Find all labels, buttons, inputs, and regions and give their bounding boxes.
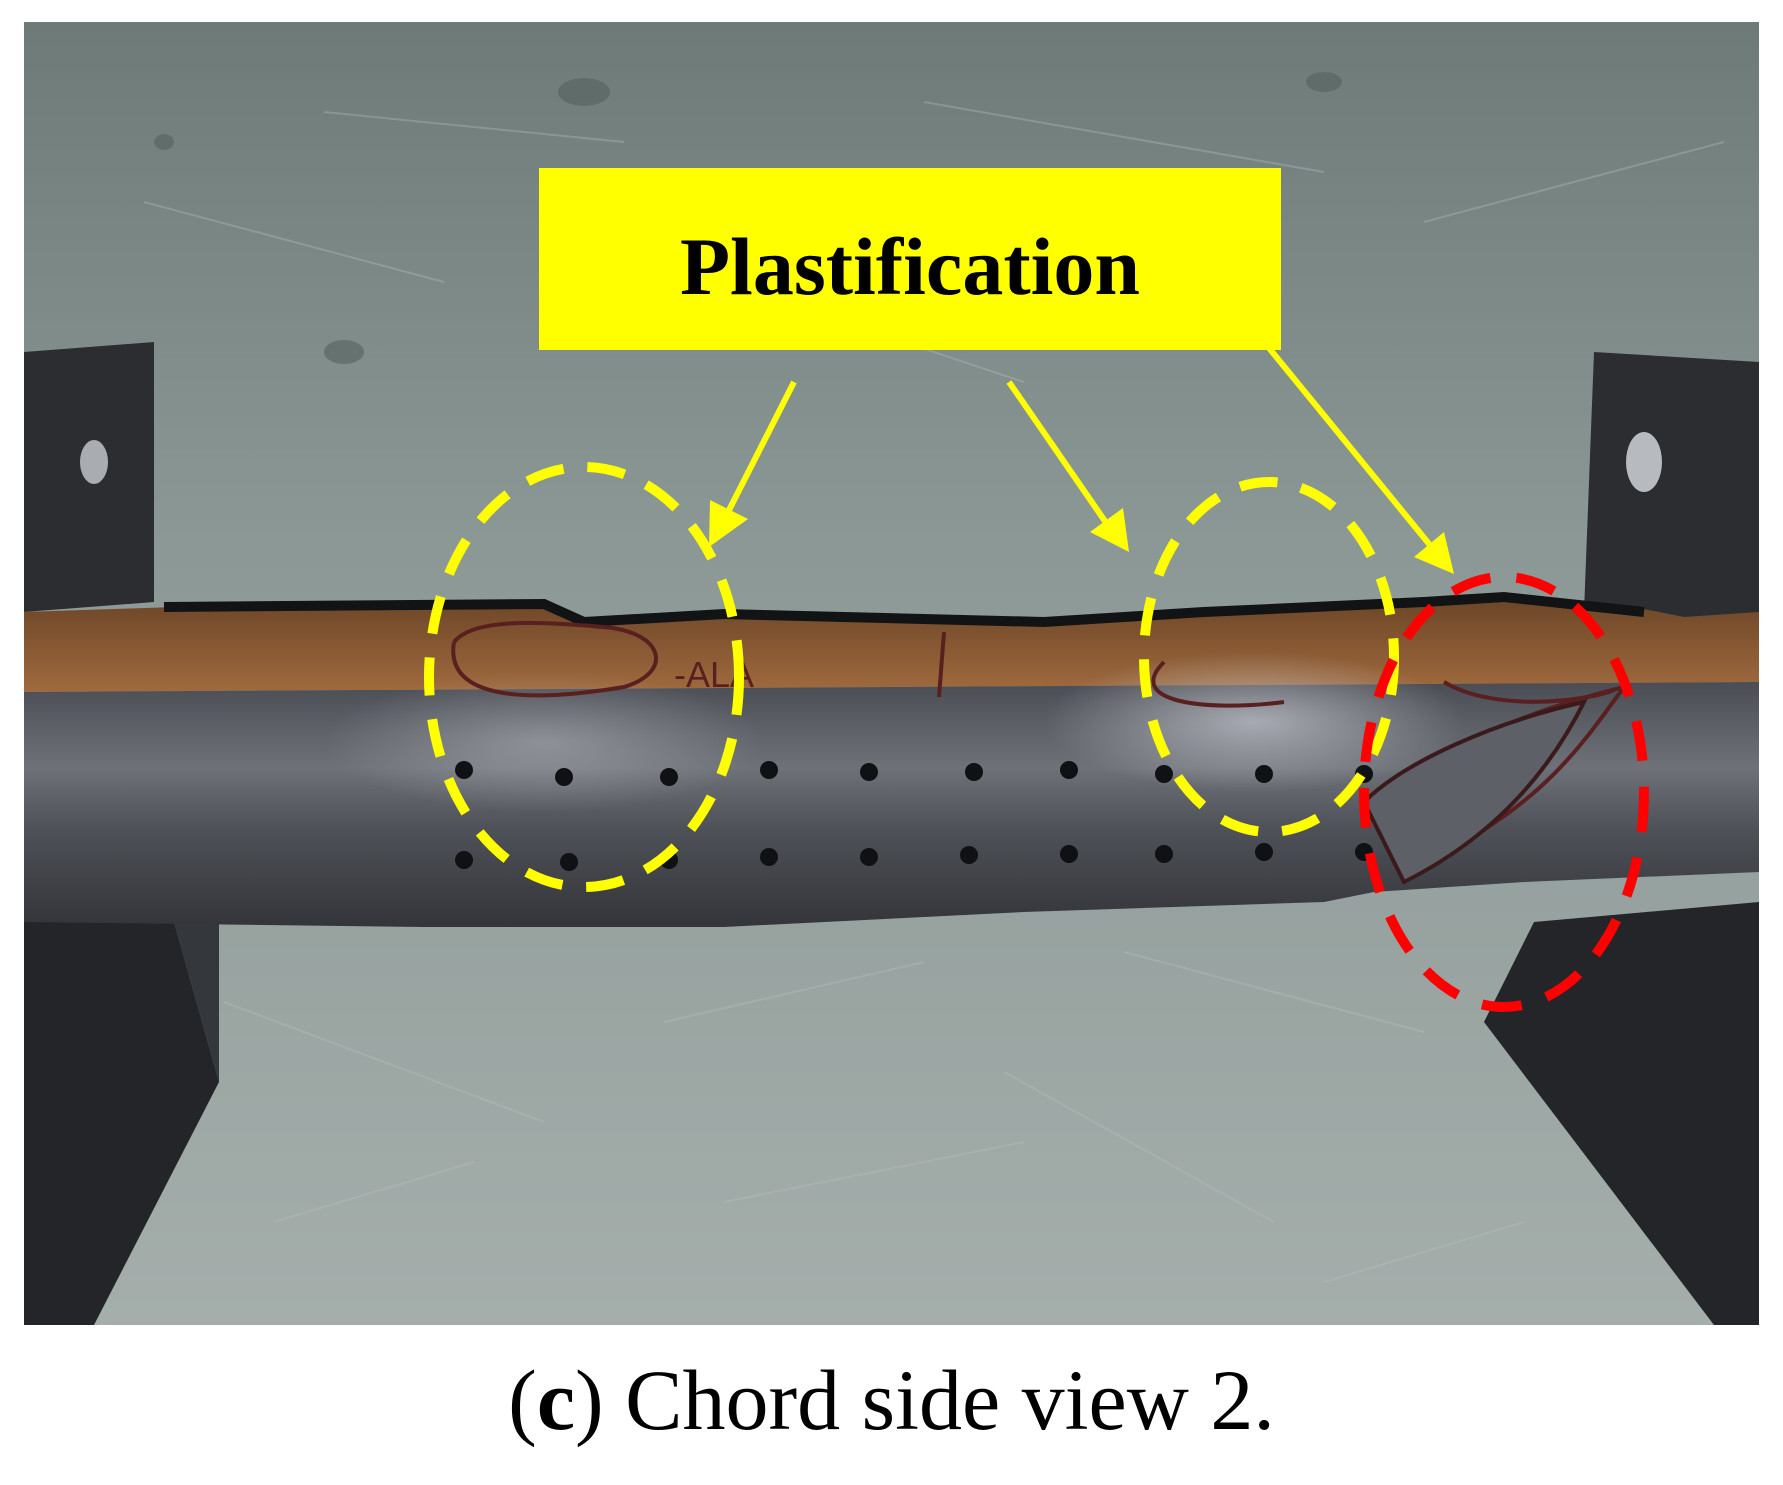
- callout-arrows: [709, 346, 1454, 574]
- bolt-holes: [455, 761, 1373, 871]
- callout-label: Plastification: [680, 221, 1140, 312]
- figure-caption: (c) Chord side view 2.: [0, 1350, 1783, 1450]
- caption-close-paren: ): [574, 1352, 604, 1448]
- plastification-marker: [424, 462, 744, 892]
- specimen-photo: -ALA Plastification: [24, 22, 1759, 1325]
- local-buckle: [1361, 699, 1588, 885]
- floor-stains: [154, 72, 1342, 364]
- caption-text: Chord side view 2.: [603, 1352, 1275, 1448]
- caption-open-paren: (: [508, 1352, 537, 1448]
- left-support: [24, 342, 219, 1325]
- floor-scratches: [143, 101, 1725, 1283]
- caption-letter: c: [536, 1352, 575, 1448]
- right-support: [1484, 352, 1759, 1325]
- callout-box: [539, 168, 1281, 350]
- plastification-marker: [1139, 477, 1399, 837]
- chord-top-edge: [163, 591, 1645, 628]
- chord-shine: [324, 672, 764, 812]
- failure-marker: [1359, 572, 1649, 1012]
